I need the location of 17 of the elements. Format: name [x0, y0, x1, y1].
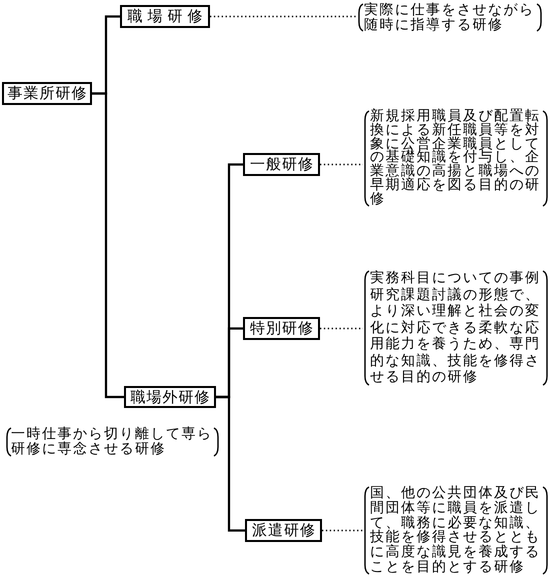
category-box: 派遣研修: [245, 519, 322, 542]
category-box: 事業所研修: [2, 82, 92, 105]
category-box: 職場外研修: [124, 386, 216, 408]
dotted-connector: [322, 530, 363, 532]
description-text: 一時仕事から切り離して専ら研修に専念させる研修: [11, 427, 214, 457]
description-text: 実際に仕事をさせながら随時に指導する研修: [357, 3, 543, 32]
description-text: 国、他の公共団体及び民間団体等に職員を派遣して、職務に必要な知識、技能を修得させるとともに高度な識見を養成することを目的とする研修: [363, 486, 549, 575]
category-box: 一般研修: [243, 153, 320, 176]
description-text: 実務科目についての事例研究課題討議の形態で、より深い理解と社会の変化に対応できる柔軟な応用能力を養うため、専門的な知識、技能を修得させる目的の研修: [363, 270, 549, 386]
dotted-connector: [210, 16, 357, 18]
category-box: 特別研修: [243, 317, 320, 340]
connector: [216, 396, 245, 532]
dotted-connector: [320, 164, 363, 166]
description-text: 新規採用職員及び配置転換による新任職員等を対象に公営企業職員としての基礎知識を付与し、企業意識の高揚と職場への早期適応を図る目的の研修: [363, 110, 549, 207]
connector: [92, 92, 124, 398]
dotted-connector: [320, 328, 363, 330]
category-box: 職場研修: [120, 5, 210, 28]
